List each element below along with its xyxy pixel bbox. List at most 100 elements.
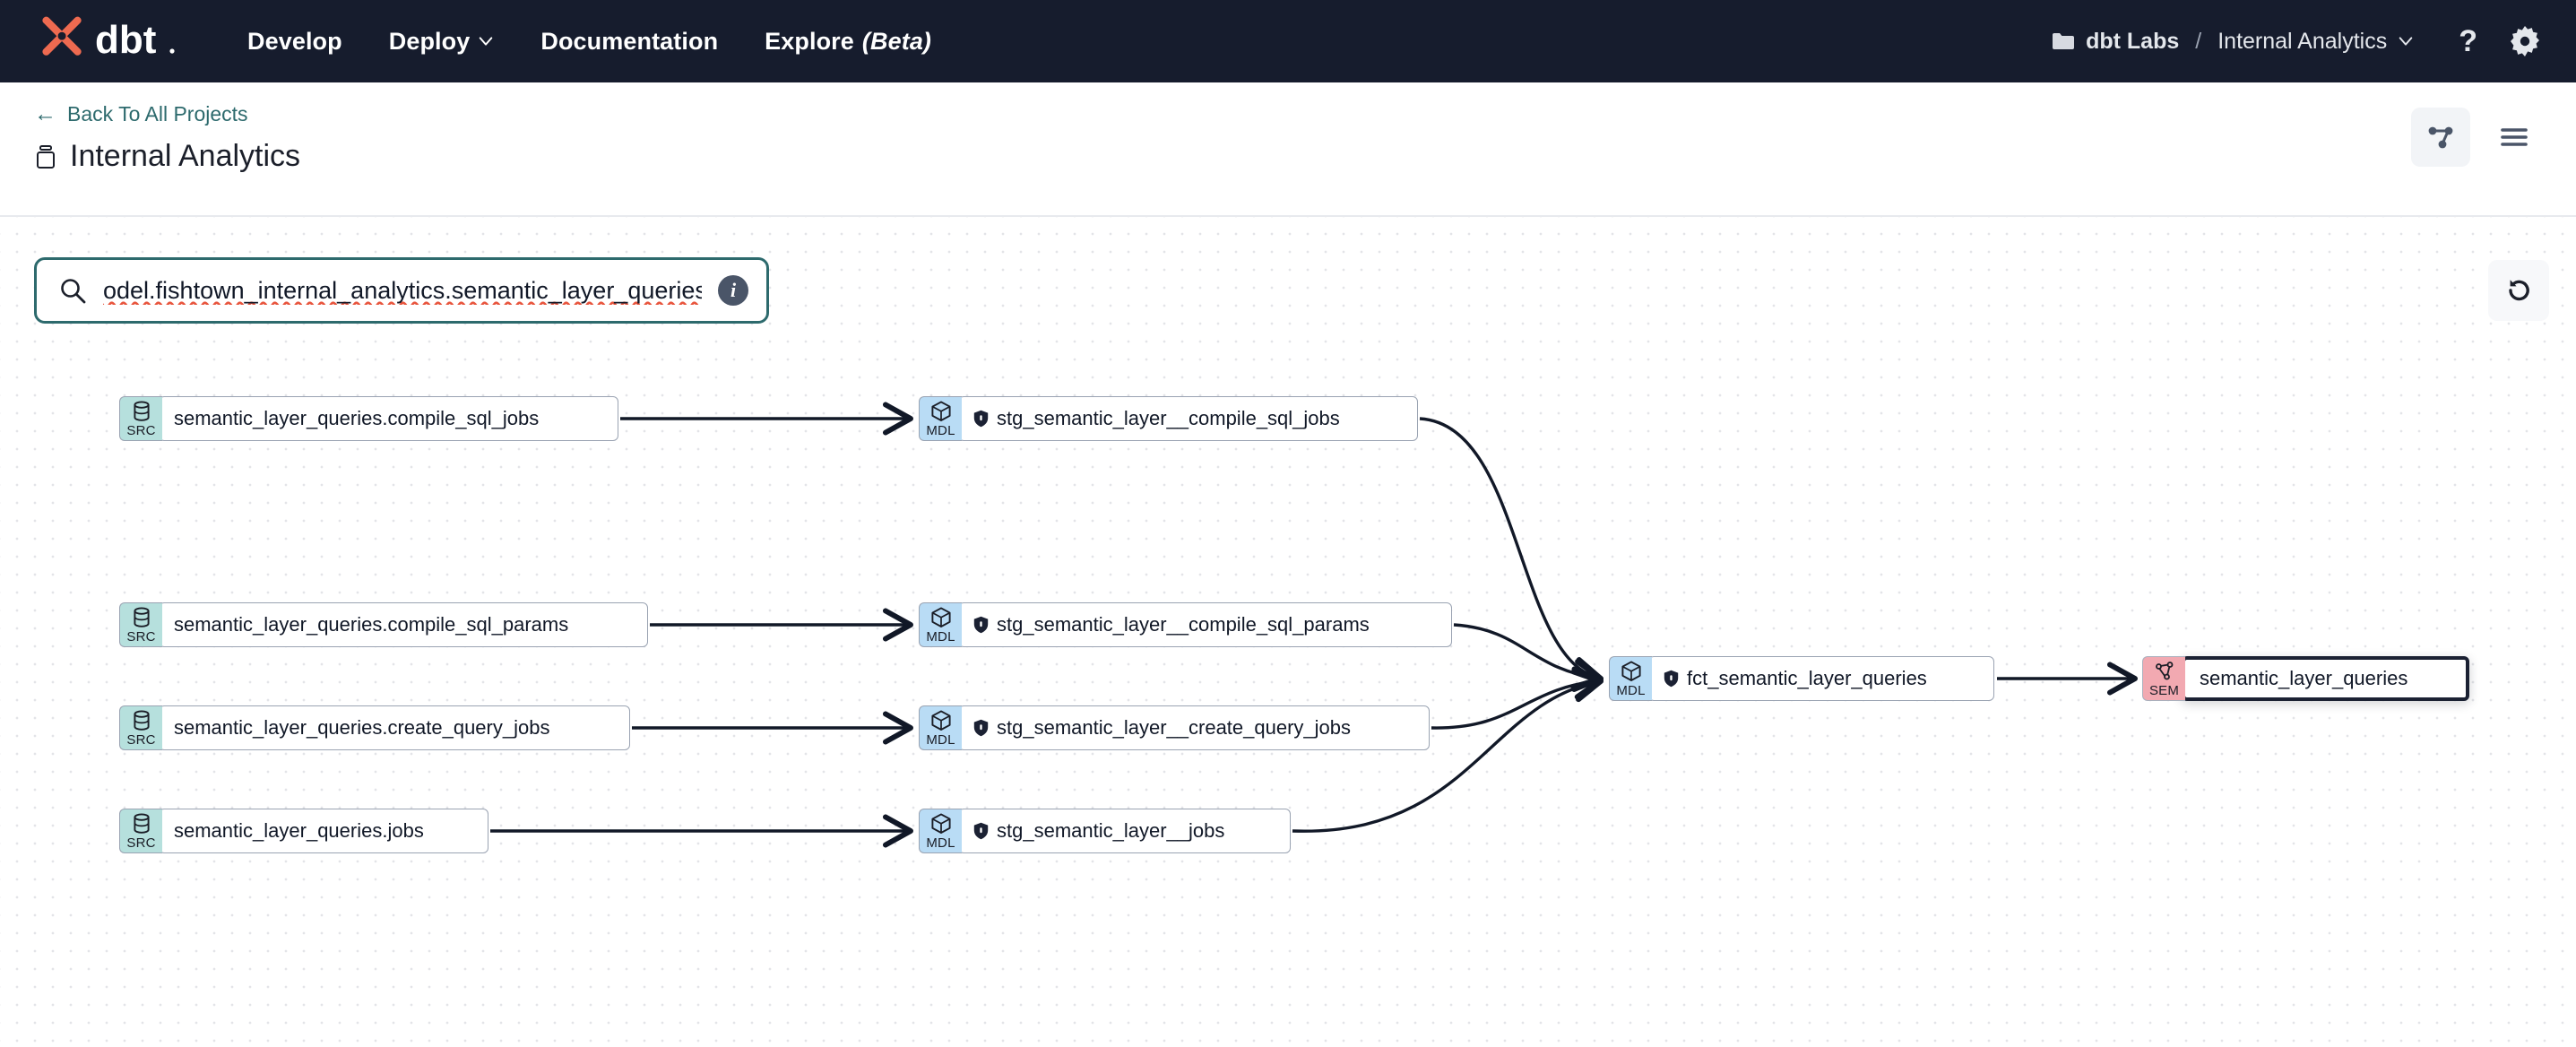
node-label: semantic_layer_queries.compile_sql_jobs bbox=[174, 407, 540, 429]
database-icon bbox=[133, 710, 150, 731]
node-label: stg_semantic_layer__jobs bbox=[997, 819, 1225, 842]
node-label: stg_semantic_layer__compile_sql_params bbox=[997, 613, 1370, 636]
nav-item-documentation[interactable]: Documentation bbox=[540, 28, 718, 56]
node-body[interactable]: stg_semantic_layer__compile_sql_jobs bbox=[958, 396, 1418, 441]
chevron-down-icon bbox=[480, 37, 493, 46]
nav-item-develop[interactable]: Develop bbox=[247, 28, 342, 56]
nav-item-develop-label: Develop bbox=[247, 27, 342, 55]
node-body[interactable]: stg_semantic_layer__create_query_jobs bbox=[958, 705, 1430, 750]
node-type-label: MDL bbox=[926, 423, 955, 438]
reset-view-button[interactable] bbox=[2488, 260, 2549, 321]
organization-label: dbt Labs bbox=[2086, 28, 2180, 54]
node-body[interactable]: semantic_layer_queries.compile_sql_jobs bbox=[159, 396, 618, 441]
node-label: semantic_layer_queries.jobs bbox=[174, 819, 424, 842]
semantic-graph-icon bbox=[2155, 662, 2173, 680]
info-icon[interactable]: i bbox=[718, 275, 748, 306]
explore-beta-tag: (Beta) bbox=[861, 27, 932, 55]
jar-icon bbox=[37, 144, 55, 169]
node-body[interactable]: semantic_layer_queries.create_query_jobs bbox=[159, 705, 630, 750]
database-icon bbox=[133, 401, 150, 421]
cube-icon bbox=[930, 813, 951, 834]
node-body[interactable]: stg_semantic_layer__jobs bbox=[958, 809, 1291, 853]
hamburger-menu-icon bbox=[2501, 128, 2528, 146]
lineage-node[interactable]: MDL stg_semantic_layer__jobs bbox=[919, 809, 1291, 853]
lineage-node[interactable]: SRC semantic_layer_queries.jobs bbox=[119, 809, 488, 853]
breadcrumb-project-selector[interactable]: Internal Analytics bbox=[2217, 29, 2414, 55]
lineage-node[interactable]: MDL stg_semantic_layer__compile_sql_para… bbox=[919, 602, 1452, 647]
gear-icon[interactable] bbox=[2510, 26, 2540, 56]
top-navigation-bar: dbt Develop Deploy Documentation Explore… bbox=[0, 0, 2576, 82]
cube-icon bbox=[1621, 661, 1641, 681]
node-type-label: MDL bbox=[1616, 683, 1646, 698]
dbt-wordmark: dbt bbox=[95, 21, 175, 62]
lineage-node[interactable]: SRC semantic_layer_queries.create_query_… bbox=[119, 705, 630, 750]
nav-item-deploy-label: Deploy bbox=[388, 27, 471, 55]
breadcrumb-project-label: Internal Analytics bbox=[2217, 28, 2388, 54]
node-body[interactable]: stg_semantic_layer__compile_sql_params bbox=[958, 602, 1452, 647]
nav-item-explore-label: Explore bbox=[765, 27, 854, 55]
node-label: semantic_layer_queries.compile_sql_param… bbox=[174, 613, 569, 636]
node-type-badge-mdl: MDL bbox=[919, 396, 962, 441]
lineage-node[interactable]: MDL stg_semantic_layer__create_query_job… bbox=[919, 705, 1430, 750]
lineage-canvas[interactable]: odel.fishtown_internal_analytics.semanti… bbox=[0, 217, 2576, 1045]
lineage-graph-icon bbox=[2428, 126, 2453, 149]
shield-icon bbox=[973, 410, 989, 428]
database-icon bbox=[133, 607, 150, 627]
node-label: semantic_layer_queries.create_query_jobs bbox=[174, 716, 550, 739]
node-body[interactable]: semantic_layer_queries bbox=[2182, 656, 2469, 701]
project-title-row: Internal Analytics bbox=[34, 139, 2540, 174]
nav-right-cluster: dbt Labs / Internal Analytics ? bbox=[2052, 0, 2540, 82]
node-label: fct_semantic_layer_queries bbox=[1687, 667, 1927, 689]
node-body[interactable]: semantic_layer_queries.compile_sql_param… bbox=[159, 602, 648, 647]
nav-item-documentation-label: Documentation bbox=[540, 27, 719, 55]
dbt-logo-mark bbox=[42, 16, 82, 56]
search-input[interactable]: odel.fishtown_internal_analytics.semanti… bbox=[103, 276, 702, 304]
node-label: stg_semantic_layer__create_query_jobs bbox=[997, 716, 1352, 739]
shield-icon bbox=[1664, 670, 1679, 688]
node-type-label: SEM bbox=[2148, 683, 2180, 698]
shield-icon bbox=[973, 719, 989, 737]
header-view-toggle-group bbox=[2411, 108, 2544, 167]
node-type-badge-src: SRC bbox=[119, 809, 162, 853]
chevron-down-icon bbox=[2399, 37, 2413, 46]
node-label: semantic_layer_queries bbox=[2200, 667, 2408, 689]
node-type-badge-mdl: MDL bbox=[919, 705, 962, 750]
back-to-all-projects-link[interactable]: ← Back To All Projects bbox=[34, 102, 248, 126]
nav-item-explore[interactable]: Explore (Beta) bbox=[765, 28, 931, 56]
node-type-badge-src: SRC bbox=[119, 602, 162, 647]
node-type-label: MDL bbox=[926, 629, 955, 645]
lineage-view-button[interactable] bbox=[2411, 108, 2470, 167]
database-icon bbox=[133, 813, 150, 834]
node-type-label: SRC bbox=[126, 835, 156, 851]
folder-icon bbox=[2053, 33, 2075, 49]
cube-icon bbox=[930, 607, 951, 627]
list-view-button[interactable] bbox=[2485, 108, 2544, 167]
search-icon bbox=[61, 279, 86, 304]
node-body[interactable]: fct_semantic_layer_queries bbox=[1648, 656, 1994, 701]
lineage-node[interactable]: MDL stg_semantic_layer__compile_sql_jobs bbox=[919, 396, 1418, 441]
cube-icon bbox=[930, 710, 951, 731]
node-type-badge-mdl: MDL bbox=[919, 809, 962, 853]
help-icon[interactable]: ? bbox=[2459, 24, 2477, 58]
node-label: stg_semantic_layer__compile_sql_jobs bbox=[997, 407, 1340, 429]
lineage-node[interactable]: SRC semantic_layer_queries.compile_sql_j… bbox=[119, 396, 618, 441]
back-to-all-projects-label: Back To All Projects bbox=[67, 102, 248, 125]
breadcrumb-organization[interactable]: dbt Labs bbox=[2052, 29, 2179, 55]
node-type-label: MDL bbox=[926, 732, 955, 748]
node-type-label: SRC bbox=[126, 423, 156, 438]
node-search-box[interactable]: odel.fishtown_internal_analytics.semanti… bbox=[34, 257, 769, 324]
node-type-badge-mdl: MDL bbox=[919, 602, 962, 647]
node-type-badge-sem: SEM bbox=[2142, 656, 2185, 701]
breadcrumb-separator: / bbox=[2195, 28, 2202, 54]
nav-item-deploy[interactable]: Deploy bbox=[389, 28, 495, 56]
node-body[interactable]: semantic_layer_queries.jobs bbox=[159, 809, 488, 853]
node-type-label: SRC bbox=[126, 732, 156, 748]
lineage-node[interactable]: MDL fct_semantic_layer_queries bbox=[1609, 656, 1994, 701]
node-type-badge-src: SRC bbox=[119, 705, 162, 750]
lineage-node-selected[interactable]: SEM semantic_layer_queries bbox=[2142, 656, 2469, 701]
lineage-node[interactable]: SRC semantic_layer_queries.compile_sql_p… bbox=[119, 602, 648, 647]
primary-nav-links: Develop Deploy Documentation Explore (Be… bbox=[247, 28, 931, 56]
dbt-logo[interactable]: dbt bbox=[36, 13, 203, 69]
cube-icon bbox=[930, 401, 951, 421]
page-title: Internal Analytics bbox=[70, 139, 301, 173]
